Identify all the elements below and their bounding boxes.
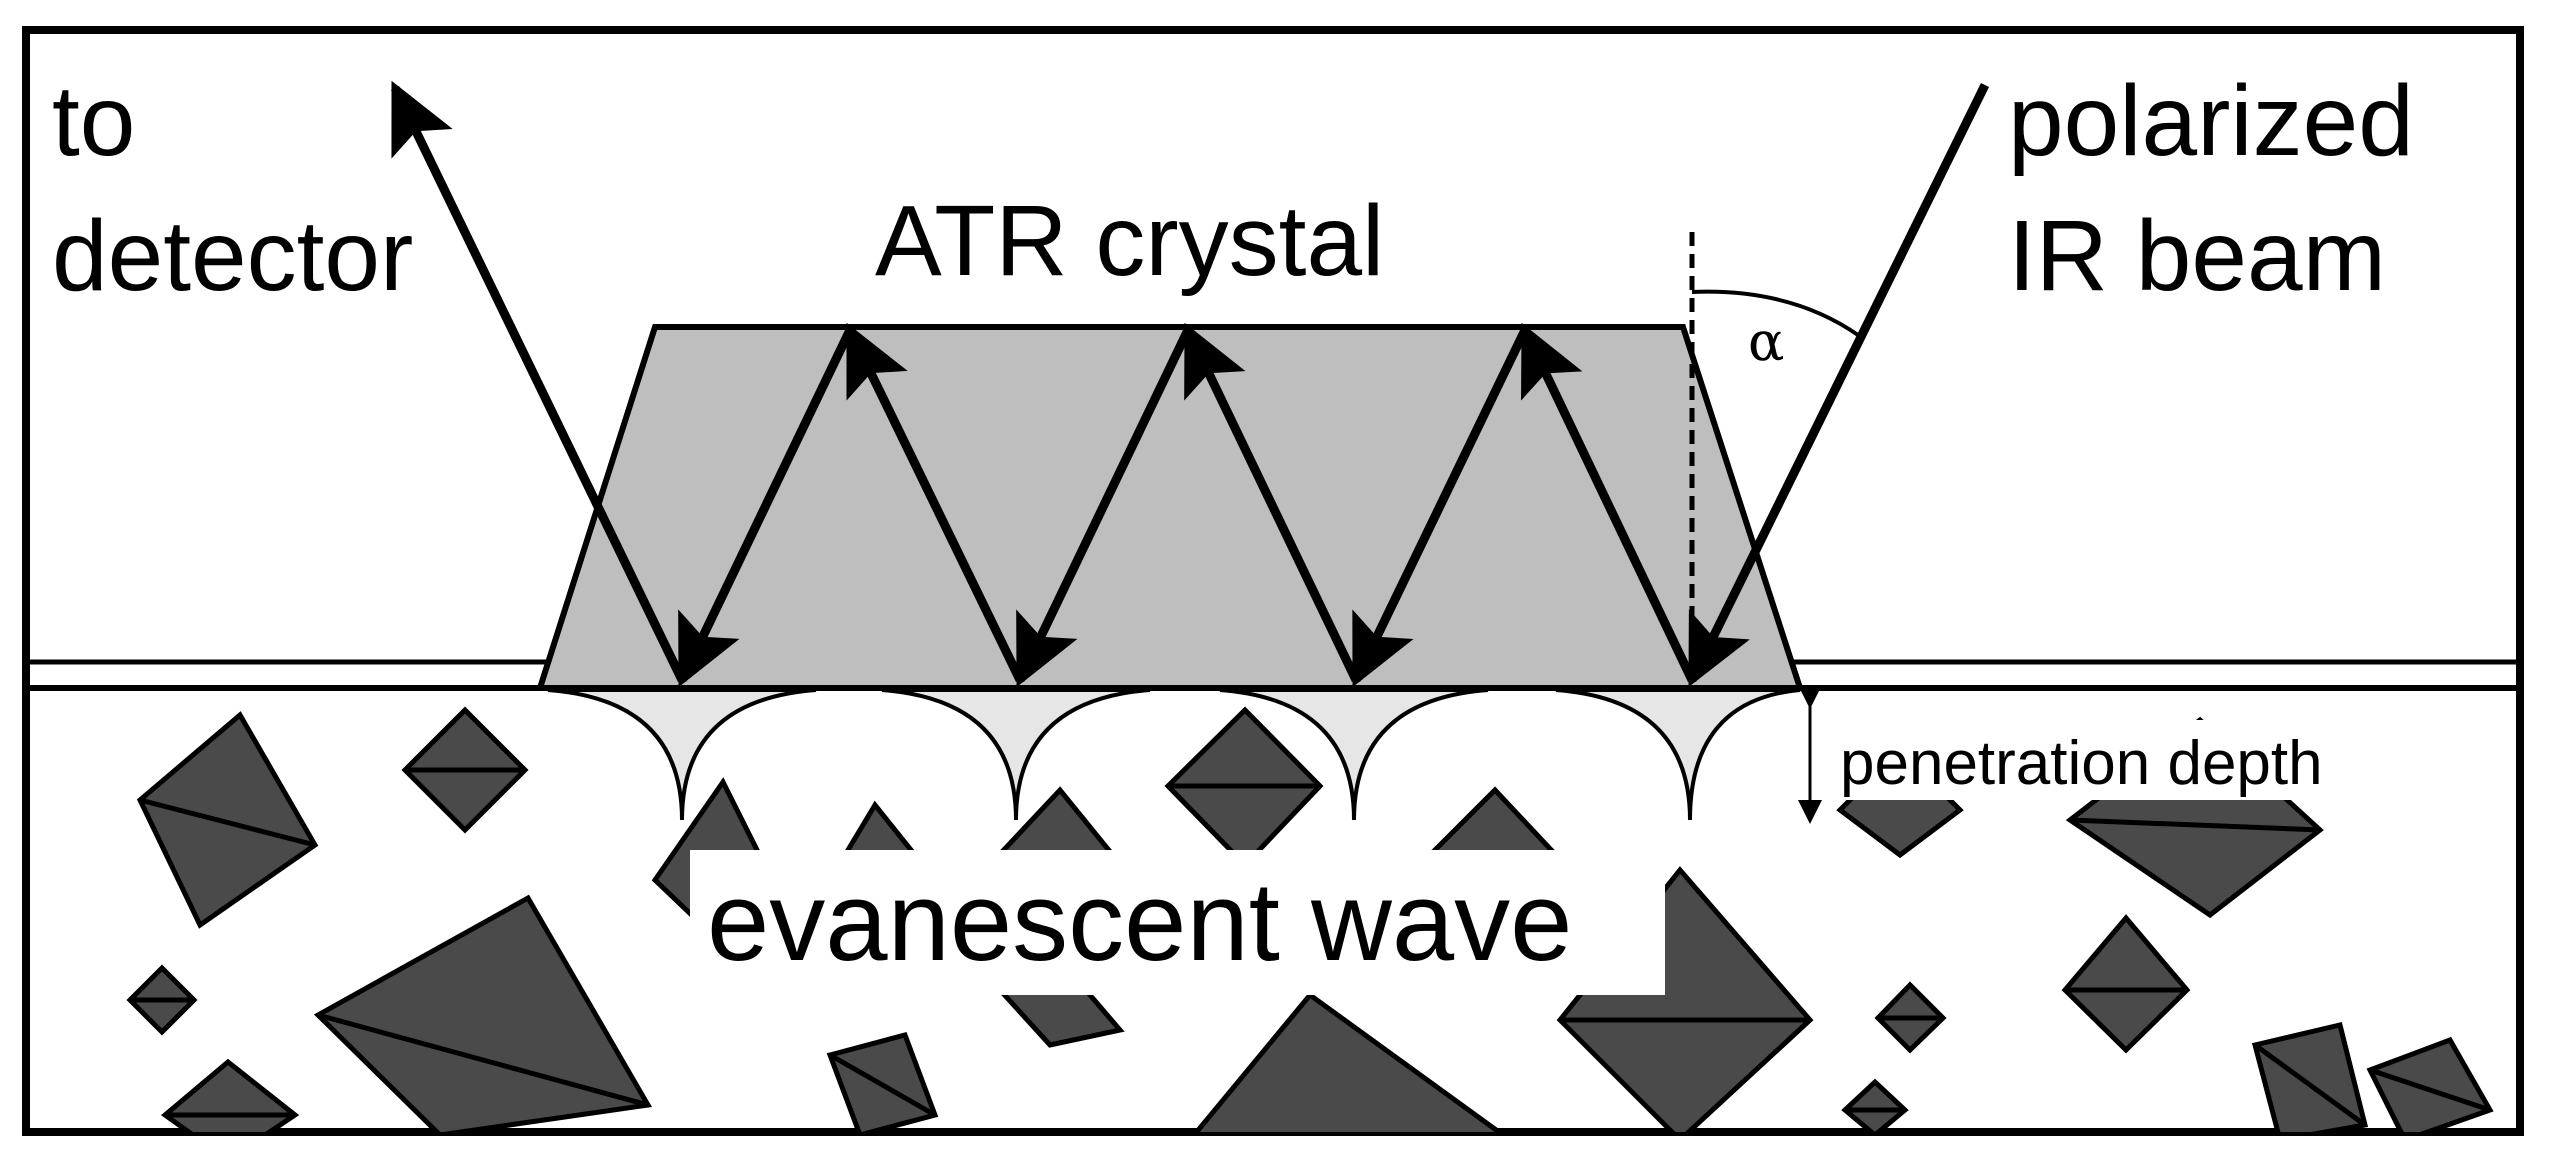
wave-label-panel [690,850,1665,995]
penetration-label-bg [1835,720,2435,800]
angle-label: α [1748,310,1784,373]
evanescent-wave-lobes [547,688,1801,821]
internal-beam [1183,322,1361,682]
internal-beam [845,322,1025,682]
to-detector-label-2: detector [52,200,413,312]
crystal-label: ATR crystal [875,185,1384,297]
penetration-depth-label: penetration depth [1840,729,2323,798]
to-detector-label: to [52,65,135,177]
exit-beam [390,80,687,682]
internal-beam [1520,322,1697,682]
source-label-2: IR beam [2008,200,2386,312]
internal-beam [677,328,855,688]
internal-beam [1015,328,1193,688]
wave-lobe [1219,688,1489,821]
incidence-angle-arc [1691,289,1860,337]
beam-path [390,80,1990,688]
source-label: polarized [2008,65,2414,177]
wave-lobe [1555,688,1801,821]
evanescent-wave-label: evanescent wave [707,859,1572,984]
wave-lobe [547,688,817,821]
particle [1193,991,1504,1132]
incident-beam [1687,83,1990,688]
wave-lobe [881,688,1151,821]
internal-beam [1351,328,1530,688]
